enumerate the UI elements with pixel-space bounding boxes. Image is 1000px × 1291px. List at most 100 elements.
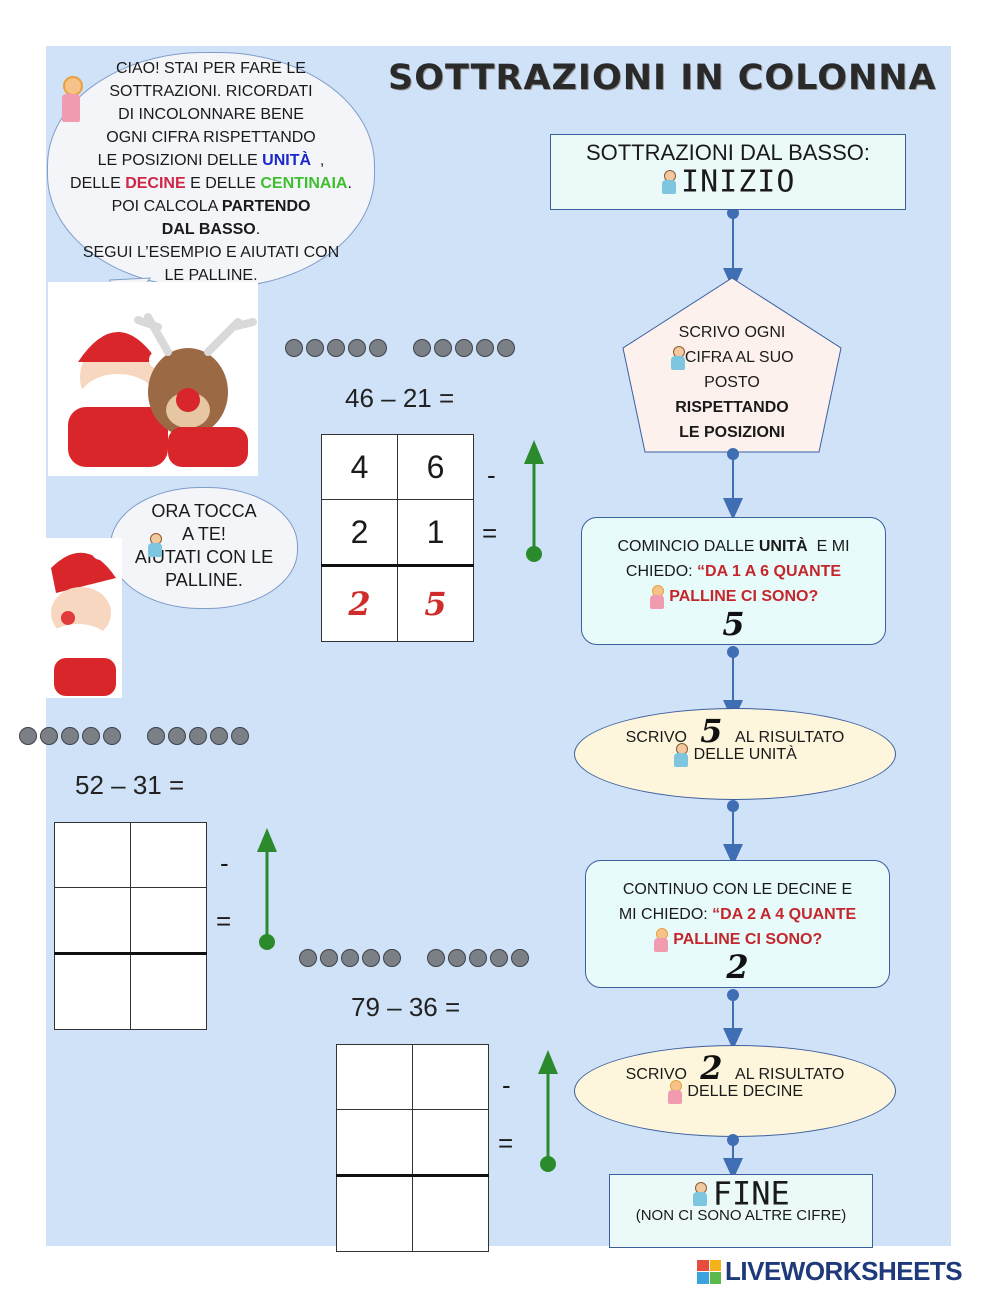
ball — [40, 727, 58, 745]
exercise1-tens-1[interactable] — [54, 822, 131, 888]
example-result-units: 5 — [397, 565, 474, 642]
exercise1-column-grid — [54, 822, 207, 1030]
decine-word: DECINE — [125, 175, 186, 192]
end-word: FINE — [712, 1174, 790, 1213]
step3-ellipse: SCRIVO 5 AL RISULTATO DELLE UNITÀ — [574, 708, 896, 800]
ball — [362, 949, 380, 967]
santa-reindeer-picture — [48, 282, 258, 476]
up-arrow-icon — [257, 828, 277, 950]
ball — [476, 339, 494, 357]
ball — [511, 949, 529, 967]
exercise1-balls — [19, 727, 249, 745]
ball — [231, 727, 249, 745]
page-title: SOTTRAZIONI IN COLONNA — [388, 58, 937, 98]
exercise2-expression: 79 – 36 = — [351, 992, 461, 1022]
equals-sign: = — [482, 518, 498, 548]
minus-sign: - — [487, 460, 496, 490]
up-arrow-icon — [524, 440, 544, 562]
unita-word: UNITÀ — [262, 152, 312, 169]
step2-answer-digit: 5 — [722, 605, 745, 643]
boy-icon — [692, 1181, 708, 1206]
centinaia-word: CENTINAIA — [260, 175, 348, 192]
girl-icon — [649, 584, 665, 609]
ball — [210, 727, 228, 745]
step5-ellipse: SCRIVO 2 AL RISULTATO DELLE DECINE — [574, 1045, 896, 1137]
exercise1-expression: 52 – 31 = — [75, 770, 185, 800]
exercise1-result-units[interactable] — [130, 953, 207, 1030]
ball — [341, 949, 359, 967]
logo-mark-icon — [697, 1259, 721, 1284]
exercise2-result-tens[interactable] — [336, 1175, 413, 1252]
up-arrow-icon — [538, 1050, 558, 1172]
ball — [189, 727, 207, 745]
step4-box: CONTINUO CON LE DECINE E MI CHIEDO: “DA … — [585, 860, 890, 988]
santa-illustration — [44, 540, 116, 696]
ball — [383, 949, 401, 967]
ball — [61, 727, 79, 745]
start-word: INIZIO — [681, 164, 796, 200]
ball — [455, 339, 473, 357]
boy-icon — [147, 533, 163, 557]
example-result-tens: 2 — [321, 565, 398, 642]
exercise2-balls — [299, 949, 529, 967]
ball — [490, 949, 508, 967]
start-box: SOTTRAZIONI DAL BASSO: INIZIO — [550, 134, 906, 210]
exercise2-tens-1[interactable] — [336, 1044, 413, 1110]
ball — [168, 727, 186, 745]
exercise1-units-1[interactable] — [130, 822, 207, 888]
example-units-2: 1 — [397, 499, 474, 567]
exercise2-column-grid — [336, 1044, 489, 1252]
girl-icon — [60, 76, 83, 122]
boy-icon — [670, 345, 686, 370]
flow-node — [727, 207, 739, 219]
pentagon-step-text: SCRIVO OGNI CIFRA AL SUO POSTO RISPETTAN… — [640, 320, 824, 445]
exercise2-units-1[interactable] — [412, 1044, 489, 1110]
step3-digit: 5 — [700, 712, 723, 750]
girl-icon — [653, 927, 669, 952]
exercise1-tens-2[interactable] — [54, 887, 131, 955]
boy-icon — [661, 169, 677, 194]
ball — [369, 339, 387, 357]
exercise1-units-2[interactable] — [130, 887, 207, 955]
exercise2-tens-2[interactable] — [336, 1109, 413, 1177]
ball — [434, 339, 452, 357]
ball — [448, 949, 466, 967]
ball — [306, 339, 324, 357]
flow-connector — [732, 993, 734, 1039]
santa-reindeer-illustration — [68, 313, 257, 467]
flow-connector — [732, 212, 734, 282]
exercise2-result-units[interactable] — [412, 1175, 489, 1252]
flow-connector — [732, 1138, 734, 1168]
minus-sign: - — [220, 848, 229, 878]
ball — [285, 339, 303, 357]
boy-icon — [673, 742, 689, 767]
example-units-1: 6 — [397, 434, 474, 500]
ball — [497, 339, 515, 357]
ball — [413, 339, 431, 357]
example-balls — [285, 339, 515, 357]
girl-icon — [667, 1079, 683, 1104]
exercise2-units-2[interactable] — [412, 1109, 489, 1177]
ball — [82, 727, 100, 745]
ball — [299, 949, 317, 967]
step5-digit: 2 — [700, 1049, 723, 1087]
flow-connector — [732, 452, 734, 512]
equals-sign: = — [216, 906, 232, 936]
flow-connector — [732, 650, 734, 710]
exercise1-result-tens[interactable] — [54, 953, 131, 1030]
example-tens-2: 2 — [321, 499, 398, 567]
example-tens-1: 4 — [321, 434, 398, 500]
ball — [320, 949, 338, 967]
liveworksheets-logo: LIVEWORKSHEETS — [697, 1256, 963, 1287]
ball — [19, 727, 37, 745]
intro-speech-bubble: CIAO! STAI PER FARE LE SOTTRAZIONI. RICO… — [47, 52, 375, 288]
end-box: FINE (NON CI SONO ALTRE CIFRE) — [609, 1174, 873, 1248]
step2-box: COMINCIO DALLE UNITÀ E MI CHIEDO: “DA 1 … — [581, 517, 886, 645]
prompt-speech-bubble: ORA TOCCA A TE! AIUTATI CON LE PALLINE. — [110, 487, 298, 609]
ball — [327, 339, 345, 357]
step4-answer-digit: 2 — [726, 948, 749, 986]
ball — [427, 949, 445, 967]
ball — [147, 727, 165, 745]
equals-sign: = — [498, 1128, 514, 1158]
